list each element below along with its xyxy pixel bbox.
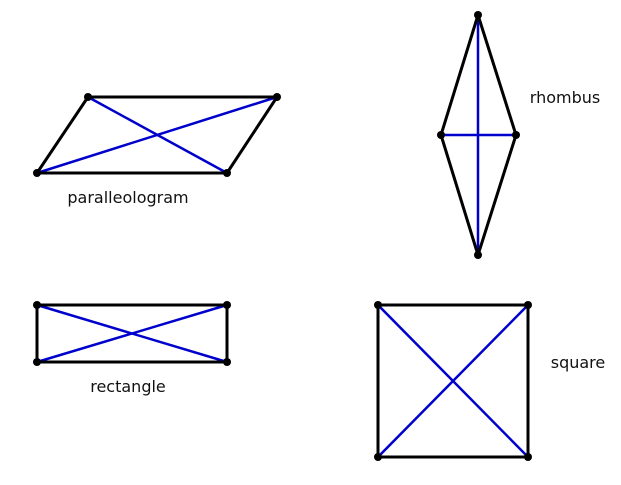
parallelogram-vertex-2: [273, 93, 281, 101]
rhombus-vertex-4: [437, 131, 445, 139]
rhombus-vertex-1: [474, 11, 482, 19]
rhombus-shape: rhombus: [437, 11, 600, 259]
parallelogram-vertex-1: [84, 93, 92, 101]
parallelogram-shape: paralleologram: [33, 93, 281, 207]
rectangle-vertex-3: [223, 358, 231, 366]
square-vertex-1: [374, 301, 382, 309]
parallelogram-diagonal-2: [36, 95, 278, 175]
rhombus-vertex-2: [512, 131, 520, 139]
rectangle-vertex-4: [33, 358, 41, 366]
rectangle-vertex-1: [33, 301, 41, 309]
square-vertex-4: [374, 453, 382, 461]
square-label: square: [551, 353, 606, 372]
square-diagonal-2: [377, 304, 529, 458]
rhombus-label: rhombus: [530, 88, 600, 107]
rectangle-vertex-2: [223, 301, 231, 309]
rectangle-label: rectangle: [90, 377, 166, 396]
square-vertex-2: [524, 301, 532, 309]
rhombus-vertex-3: [474, 251, 482, 259]
rectangle-diagonal-2: [36, 303, 228, 364]
rectangle-shape: rectangle: [33, 301, 231, 396]
square-shape: square: [374, 301, 605, 461]
square-vertex-3: [524, 453, 532, 461]
parallelogram-vertex-4: [33, 169, 41, 177]
parallelogram-label: paralleologram: [67, 188, 188, 207]
parallelogram-vertex-3: [223, 169, 231, 177]
